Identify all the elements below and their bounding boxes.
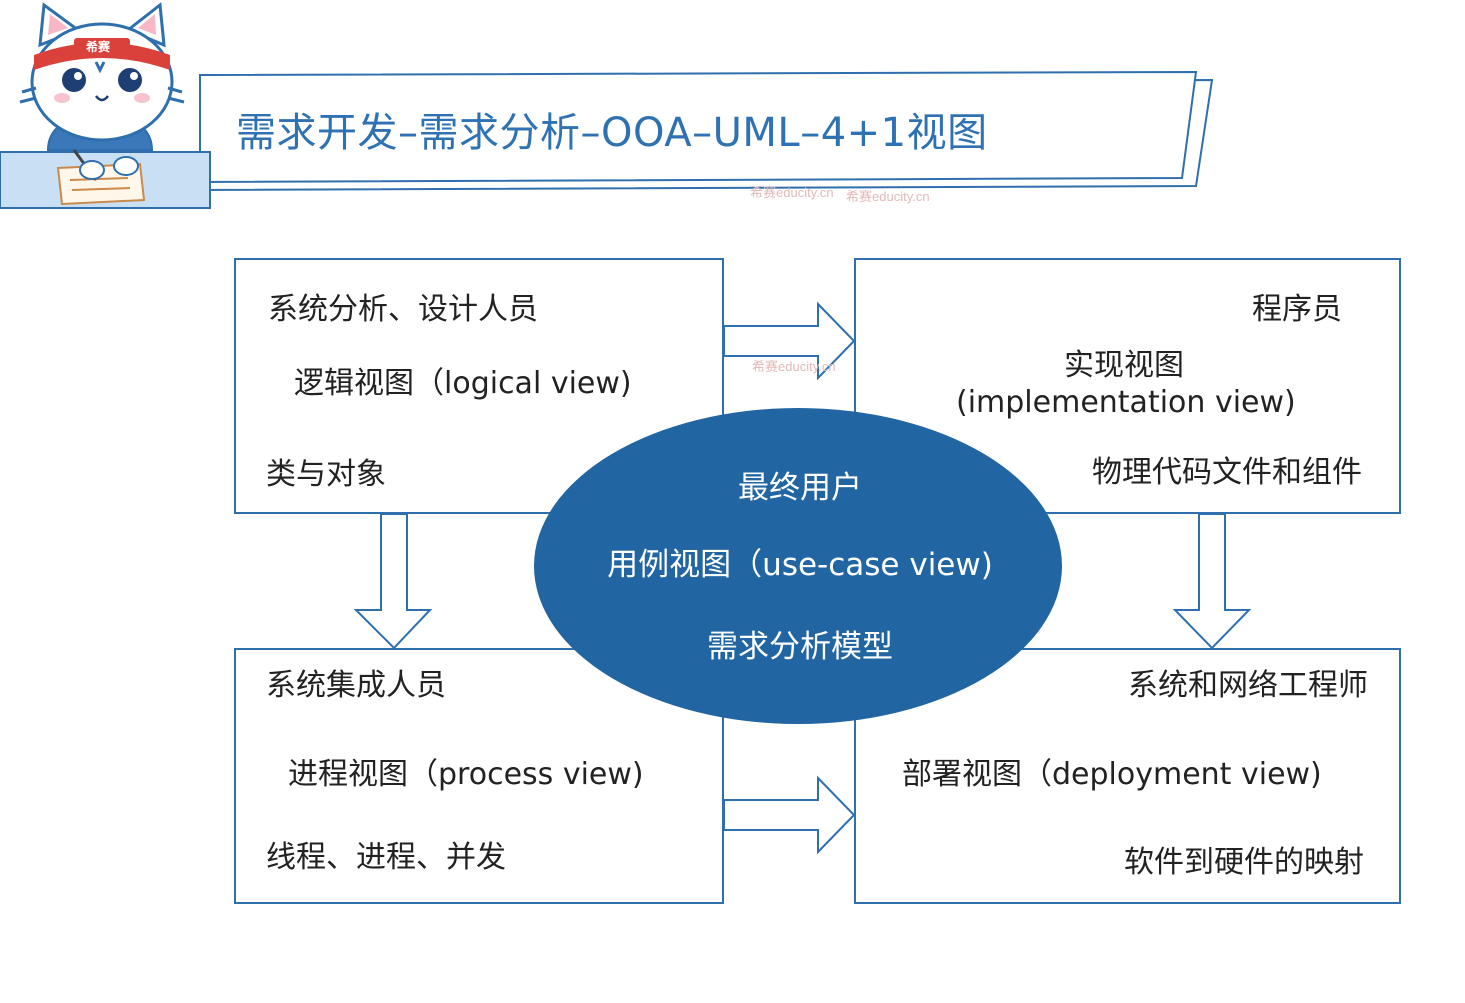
implementation-view-content: 物理代码文件和组件 — [1092, 455, 1362, 490]
arrow-logical-to-implementation — [723, 301, 856, 381]
usecase-view-content: 需求分析模型 — [707, 629, 893, 665]
process-view-role: 系统集成人员 — [266, 668, 446, 703]
watermark: 希赛educity.cn — [846, 189, 930, 204]
title-banner — [0, 2, 1214, 209]
use-case-view-ellipse — [534, 408, 1062, 724]
watermark: 希赛educity.cn — [750, 185, 834, 200]
process-view-name: 进程视图（process view) — [288, 757, 644, 792]
logical-view-content: 类与对象 — [266, 457, 386, 492]
usecase-view-name: 用例视图（use-case view) — [607, 547, 993, 583]
logical-view-name: 逻辑视图（logical view) — [294, 366, 632, 401]
arrow-logical-to-process — [353, 513, 433, 650]
deployment-view-content: 软件到硬件的映射 — [1124, 845, 1364, 880]
implementation-view-name-en: (implementation view) — [956, 385, 1296, 420]
implementation-view-role: 程序员 — [1252, 292, 1342, 327]
deployment-view-role: 系统和网络工程师 — [1128, 668, 1368, 703]
mascot-cat-icon — [19, 2, 185, 206]
process-view-content: 线程、进程、并发 — [266, 840, 506, 875]
mascot-badge: 希赛 — [86, 40, 111, 54]
page-title: 需求开发–需求分析–OOA–UML–4+1视图 — [236, 110, 988, 156]
arrow-process-to-deployment — [723, 775, 856, 855]
implementation-view-name: 实现视图 — [1064, 348, 1184, 383]
deployment-view-name: 部署视图（deployment view) — [902, 757, 1322, 792]
logical-view-role: 系统分析、设计人员 — [268, 292, 538, 327]
watermark: 希赛educity.cn — [752, 359, 836, 374]
arrow-implementation-to-deployment — [1172, 513, 1252, 650]
usecase-view-role: 最终用户 — [738, 470, 862, 506]
